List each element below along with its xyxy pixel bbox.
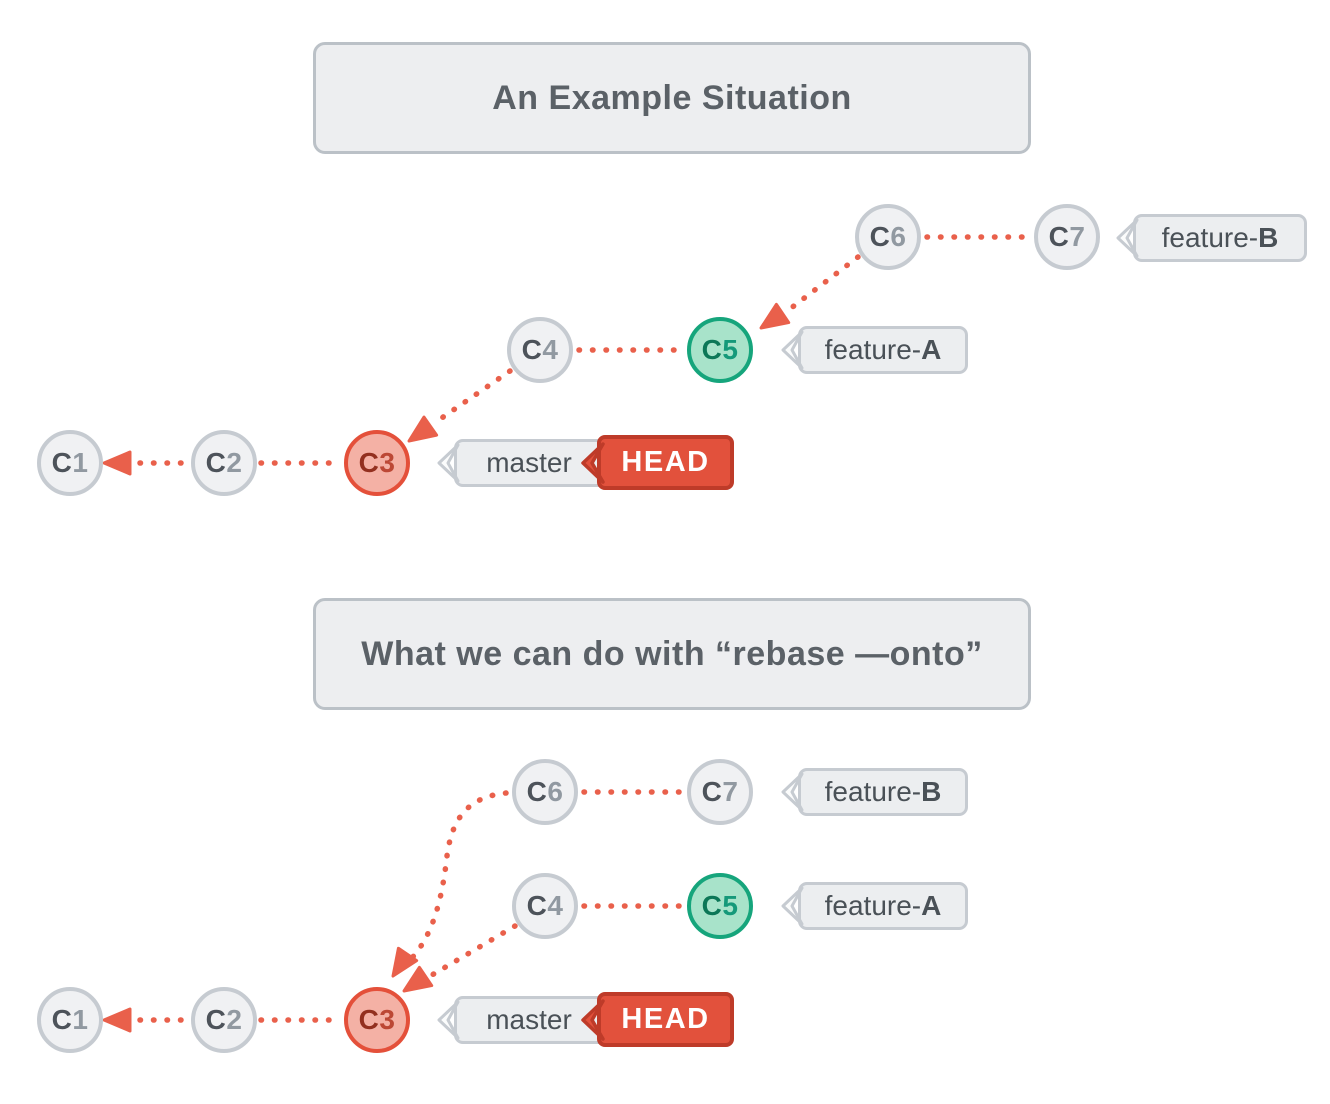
arrowhead-icon bbox=[102, 450, 132, 476]
branch-letter: A bbox=[921, 334, 942, 365]
head-pointer-icon bbox=[581, 441, 605, 484]
arrowhead-icon bbox=[102, 1007, 132, 1033]
label-pointer-icon bbox=[1116, 218, 1139, 258]
commit-label-num: 4 bbox=[547, 890, 564, 921]
branch-name: feature- bbox=[824, 890, 922, 921]
branch-name: feature- bbox=[824, 776, 922, 807]
commit-label-prefix: C bbox=[1048, 221, 1070, 252]
commit-label-prefix: C bbox=[521, 334, 543, 365]
arrowhead-icon bbox=[407, 415, 439, 443]
commit-label-prefix: C bbox=[51, 447, 73, 478]
head-label: HEAD bbox=[621, 1003, 710, 1035]
commit-label-num: 6 bbox=[547, 776, 564, 807]
commit-label-prefix: C bbox=[701, 334, 723, 365]
head-label: HEAD bbox=[621, 446, 710, 478]
branch-letter: A bbox=[921, 890, 942, 921]
commit-label-prefix: C bbox=[358, 447, 380, 478]
head-tag-2: HEAD bbox=[581, 992, 734, 1047]
section-title-example-situation: An Example Situation bbox=[313, 42, 1031, 154]
commit-label-prefix: C bbox=[526, 890, 548, 921]
section-title-text: An Example Situation bbox=[492, 78, 852, 117]
commit-label-prefix: C bbox=[205, 1004, 227, 1035]
label-pointer-icon bbox=[437, 1000, 460, 1040]
commit-label-prefix: C bbox=[526, 776, 548, 807]
connector-c6-c5 bbox=[783, 254, 861, 315]
branch-name: master bbox=[486, 447, 572, 478]
arrowhead-icon bbox=[391, 946, 419, 978]
head-tag: HEAD bbox=[581, 435, 734, 490]
branch-letter: B bbox=[921, 776, 942, 807]
section-title-text: What we can do with “rebase —onto” bbox=[361, 634, 983, 673]
commit-label-num: 1 bbox=[72, 1004, 89, 1035]
label-pointer-icon bbox=[781, 330, 804, 370]
commit-label-prefix: C bbox=[51, 1004, 73, 1035]
arrowhead-icon bbox=[402, 965, 434, 993]
commit-label-num: 7 bbox=[722, 776, 739, 807]
branch-name: feature- bbox=[824, 334, 922, 365]
label-pointer-icon bbox=[437, 443, 460, 483]
commit-label-prefix: C bbox=[701, 776, 723, 807]
commit-label-num: 4 bbox=[542, 334, 559, 365]
label-pointer-icon bbox=[781, 772, 804, 812]
head-pointer-icon bbox=[581, 998, 605, 1041]
commit-label-num: 6 bbox=[890, 221, 907, 252]
commit-label-prefix: C bbox=[358, 1004, 380, 1035]
commit-label-prefix: C bbox=[869, 221, 891, 252]
branch-label-feature-b: feature-B bbox=[1116, 214, 1307, 262]
branch-label-feature-a-2: feature-A bbox=[781, 882, 968, 930]
commit-label-num: 5 bbox=[722, 334, 739, 365]
connector-c6-c3-curve bbox=[409, 790, 509, 961]
commit-label-num: 7 bbox=[1069, 221, 1086, 252]
branch-name: feature- bbox=[1161, 222, 1259, 253]
commit-label-num: 1 bbox=[72, 447, 89, 478]
section-title-rebase-onto: What we can do with “rebase —onto” bbox=[313, 598, 1031, 710]
commit-label-num: 2 bbox=[226, 447, 243, 478]
branch-letter: B bbox=[1258, 222, 1279, 253]
commit-label-num: 2 bbox=[226, 1004, 243, 1035]
branch-label-feature-a: feature-A bbox=[781, 326, 968, 374]
commit-label-num: 3 bbox=[379, 1004, 396, 1035]
branch-name: master bbox=[486, 1004, 572, 1035]
commit-label-num: 3 bbox=[379, 447, 396, 478]
connector-c4-c3 bbox=[430, 368, 513, 427]
branch-label-feature-b-2: feature-B bbox=[781, 768, 968, 816]
commit-label-num: 5 bbox=[722, 890, 739, 921]
commit-label-prefix: C bbox=[701, 890, 723, 921]
connector-c4-c3-2 bbox=[429, 923, 518, 978]
label-pointer-icon bbox=[781, 886, 804, 926]
commit-label-prefix: C bbox=[205, 447, 227, 478]
